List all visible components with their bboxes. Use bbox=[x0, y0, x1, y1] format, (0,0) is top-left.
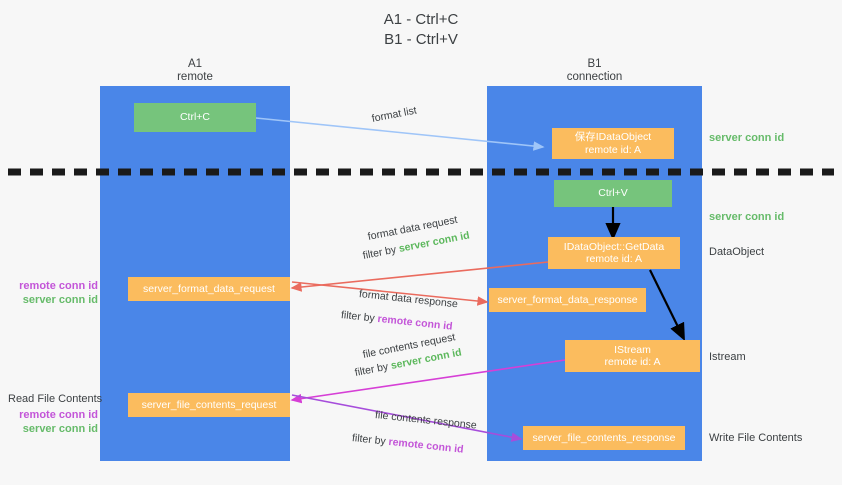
connector-file-contents-response bbox=[291, 394, 523, 442]
filter-prefix: filter by bbox=[340, 309, 379, 325]
node-getdata-line1: IDataObject::GetData bbox=[563, 240, 665, 253]
node-ctrl-c-label: Ctrl+C bbox=[179, 111, 211, 124]
node-server-format-data-response[interactable]: server_format_data_response bbox=[489, 288, 646, 312]
node-save-dataobject-line2: remote id: A bbox=[584, 143, 642, 156]
column-header-a1: A1 remote bbox=[100, 58, 290, 84]
node-istream-line2: remote id: A bbox=[604, 356, 661, 368]
node-server-file-contents-request[interactable]: server_file_contents_request bbox=[128, 393, 290, 417]
node-istream-line1: IStream bbox=[614, 343, 651, 356]
node-server-format-data-request-label: server_format_data_request bbox=[143, 282, 275, 295]
column-header-a1-name: A1 bbox=[187, 58, 203, 70]
right-label-server-conn-id-top: server conn id bbox=[709, 132, 785, 144]
filter-prefix: filter by bbox=[351, 432, 390, 448]
node-save-dataobject[interactable]: 保存IDataObject remote id: A bbox=[552, 128, 674, 159]
column-header-b1: B1 connection bbox=[487, 58, 702, 84]
node-server-format-data-response-label: server_format_data_response bbox=[497, 293, 638, 306]
left-label-read-file-contents: Read File Contents bbox=[8, 393, 103, 405]
right-label-server-conn-id-mid: server conn id bbox=[709, 211, 785, 223]
node-getdata[interactable]: IDataObject::GetData remote id: A bbox=[548, 237, 680, 269]
connector-file-contents-request bbox=[290, 359, 566, 404]
right-label-write-file-contents: Write File Contents bbox=[709, 432, 803, 444]
node-istream[interactable]: IStream remote id: A bbox=[565, 340, 700, 372]
left-label-group-file: Read File Contents remote conn id server… bbox=[8, 392, 103, 436]
connector-format-data-response bbox=[291, 281, 489, 306]
node-server-file-contents-request-label: server_file_contents_request bbox=[141, 398, 277, 411]
left-label-server-conn-id-1: server conn id bbox=[22, 294, 98, 306]
node-save-dataobject-line1: 保存IDataObject bbox=[574, 131, 652, 143]
column-header-b1-sub: connection bbox=[566, 71, 623, 83]
node-ctrl-c[interactable]: Ctrl+C bbox=[134, 103, 256, 132]
node-getdata-line2: remote id: A bbox=[585, 253, 643, 265]
node-ctrl-v[interactable]: Ctrl+V bbox=[554, 180, 672, 207]
right-label-dataobject: DataObject bbox=[709, 246, 765, 258]
page-title: A1 - Ctrl+C B1 - Ctrl+V bbox=[383, 11, 459, 48]
node-server-format-data-request[interactable]: server_format_data_request bbox=[128, 277, 290, 301]
left-label-remote-conn-id-1: remote conn id bbox=[19, 280, 98, 292]
left-label-server-conn-id-2: server conn id bbox=[22, 423, 98, 435]
right-label-istream: Istream bbox=[709, 351, 746, 363]
connector-format-data-request bbox=[290, 261, 549, 292]
node-server-file-contents-response-label: server_file_contents_response bbox=[532, 431, 676, 444]
node-server-file-contents-response[interactable]: server_file_contents_response bbox=[523, 426, 685, 450]
connector-format-list bbox=[255, 117, 545, 151]
left-label-remote-conn-id-2: remote conn id bbox=[19, 409, 98, 421]
left-label-group-format: remote conn id server conn id bbox=[10, 279, 98, 307]
node-ctrl-v-label: Ctrl+V bbox=[598, 187, 628, 200]
column-header-b1-name: B1 bbox=[587, 58, 602, 70]
column-header-a1-sub: remote bbox=[177, 71, 213, 83]
connector-getdata-to-istream bbox=[649, 269, 685, 341]
